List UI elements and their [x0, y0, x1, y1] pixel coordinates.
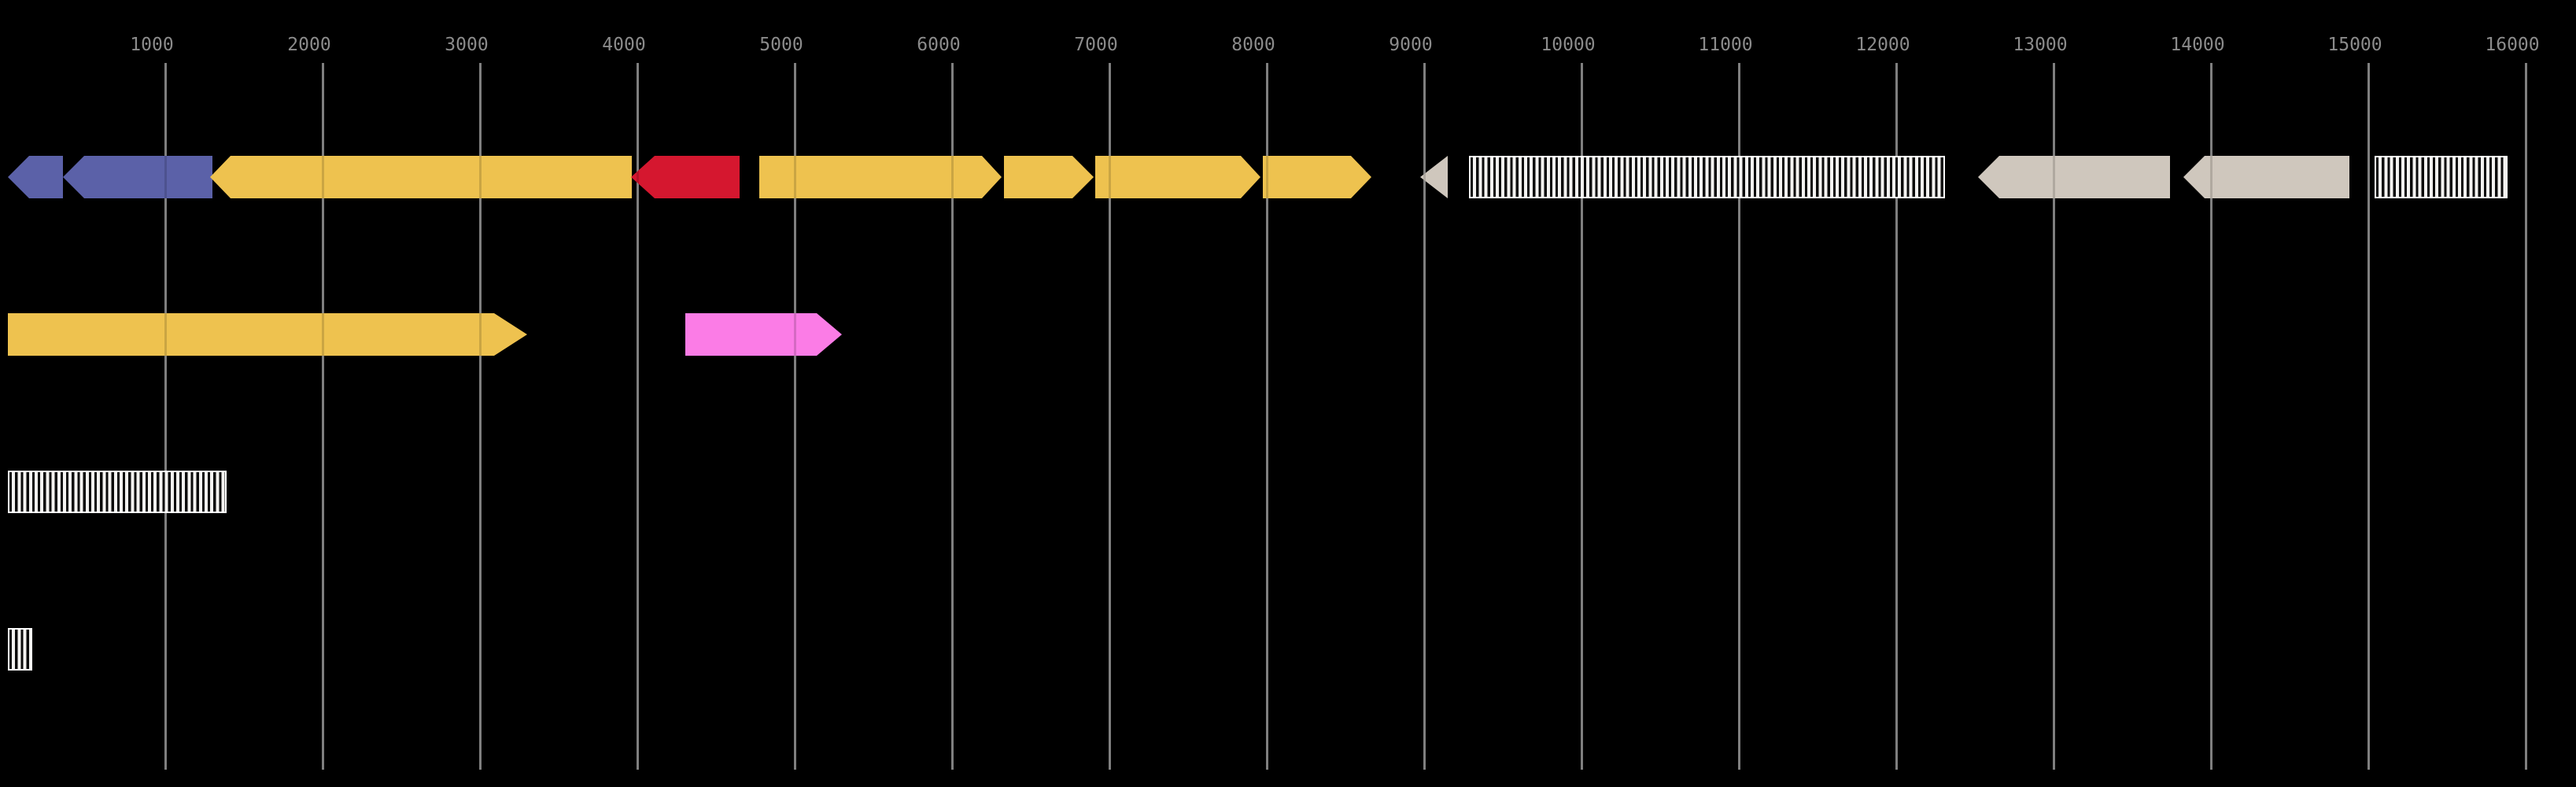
gridline-6000 [950, 63, 954, 770]
gridline-overlay-1000 [164, 63, 167, 770]
tick-label-4000: 4000 [602, 35, 646, 55]
gene-box-hatched [2375, 156, 2508, 198]
gene-arrow-yellow [8, 313, 527, 356]
gridline-overlay-5000 [793, 63, 796, 770]
gridline-7000 [1108, 63, 1111, 770]
gridline-overlay-7000 [1108, 63, 1111, 770]
gene-box-hatched [8, 628, 32, 671]
gridline-8000 [1265, 63, 1268, 770]
tick-label-16000: 16000 [2485, 35, 2540, 55]
gridline-14000 [2209, 63, 2212, 770]
gridline-overlay-9000 [1423, 63, 1426, 770]
gene-arrow-tan [2183, 156, 2349, 198]
gene-arrow-yellow [1004, 156, 1094, 198]
gridline-12000 [1895, 63, 1898, 770]
gene-arrow-yellow [1095, 156, 1260, 198]
gridline-10000 [1580, 63, 1583, 770]
gridline-overlay-4000 [636, 63, 639, 770]
gridline-overlay-8000 [1265, 63, 1268, 770]
tick-label-5000: 5000 [759, 35, 803, 55]
gridline-3000 [478, 63, 482, 770]
gene-arrow-blue [63, 156, 212, 198]
tick-label-8000: 8000 [1231, 35, 1275, 55]
gridline-5000 [793, 63, 796, 770]
gene-arrow-yellow [1263, 156, 1371, 198]
tick-label-3000: 3000 [445, 35, 489, 55]
tick-label-2000: 2000 [287, 35, 331, 55]
gridline-overlay-15000 [2367, 63, 2370, 770]
tick-label-11000: 11000 [1698, 35, 1753, 55]
gene-arrow-yellow [759, 156, 1002, 198]
gridline-9000 [1423, 63, 1426, 770]
gene-arrow-red [631, 156, 740, 198]
gridline-16000 [2524, 63, 2527, 770]
gridline-1000 [164, 63, 167, 770]
tick-label-15000: 15000 [2327, 35, 2382, 55]
gridline-15000 [2367, 63, 2370, 770]
tick-label-7000: 7000 [1074, 35, 1118, 55]
gene-arrow-pink [685, 313, 842, 356]
gene-arrow-blue [8, 156, 63, 198]
gridline-overlay-13000 [2052, 63, 2055, 770]
gene-arrow-tan [1978, 156, 2170, 198]
tick-label-12000: 12000 [1855, 35, 1910, 55]
tick-label-14000: 14000 [2170, 35, 2225, 55]
tick-label-13000: 13000 [2013, 35, 2068, 55]
gridline-overlay-14000 [2209, 63, 2212, 770]
gridline-overlay-3000 [478, 63, 482, 770]
tick-label-9000: 9000 [1389, 35, 1433, 55]
gridline-overlay-2000 [321, 63, 324, 770]
gridline-overlay-10000 [1580, 63, 1583, 770]
tick-label-1000: 1000 [130, 35, 174, 55]
gridline-overlay-11000 [1737, 63, 1740, 770]
gene-box-hatched [1469, 156, 1945, 198]
gene-box-hatched [8, 471, 227, 513]
tick-label-10000: 10000 [1541, 35, 1596, 55]
gridline-overlay-16000 [2524, 63, 2527, 770]
gridline-11000 [1737, 63, 1740, 770]
tick-label-6000: 6000 [917, 35, 961, 55]
gridline-overlay-12000 [1895, 63, 1898, 770]
gridline-13000 [2052, 63, 2055, 770]
gridline-2000 [321, 63, 324, 770]
gridline-overlay-6000 [950, 63, 954, 770]
gene-arrow-yellow [210, 156, 632, 198]
gridline-4000 [636, 63, 639, 770]
